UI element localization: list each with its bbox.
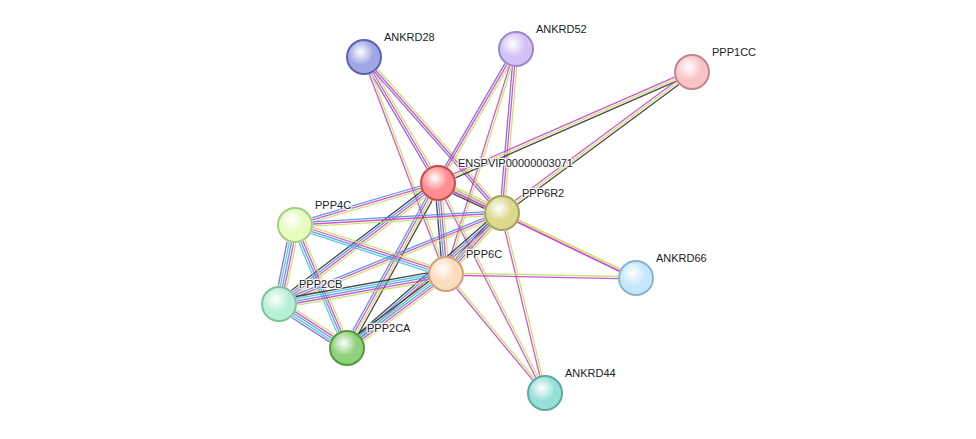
protein-node: ANKRD44 <box>527 375 563 411</box>
evidence-line <box>464 276 618 279</box>
evidence-line <box>313 216 484 226</box>
evidence-line <box>313 230 430 268</box>
node-label: PPP2CA <box>367 322 410 335</box>
protein-node: PPP2CB <box>261 286 297 322</box>
evidence-line <box>297 222 487 299</box>
evidence-line <box>280 242 289 286</box>
interaction-edge <box>359 281 434 340</box>
node-label: PPP6C <box>466 248 502 261</box>
evidence-line <box>369 74 438 257</box>
interaction-edge <box>457 287 535 380</box>
evidence-line <box>455 81 676 178</box>
evidence-line <box>294 314 332 338</box>
evidence-line <box>360 283 430 336</box>
evidence-line <box>296 273 428 297</box>
evidence-line <box>361 285 431 337</box>
evidence-line <box>454 77 675 174</box>
evidence-line <box>374 72 488 201</box>
node-label: ANKRD44 <box>565 367 616 380</box>
protein-node: ANKRD28 <box>346 39 382 75</box>
interaction-edge <box>454 77 677 178</box>
evidence-line <box>313 227 430 265</box>
node-label: ANKRD28 <box>384 31 435 44</box>
protein-node: PPP1CC <box>674 54 710 90</box>
evidence-line <box>313 212 484 222</box>
evidence-line <box>457 289 533 380</box>
interaction-edge <box>296 273 429 305</box>
evidence-line <box>292 318 330 342</box>
evidence-line <box>312 232 429 270</box>
evidence-line <box>293 316 331 341</box>
evidence-line <box>364 288 434 340</box>
node-label: PPP2CB <box>299 278 342 291</box>
node-label: PPP4C <box>315 199 351 212</box>
protein-node: ANKRD52 <box>498 31 534 67</box>
evidence-line <box>518 222 620 271</box>
evidence-line <box>278 242 287 286</box>
protein-node: ENSPVIP00000003071 <box>420 165 456 201</box>
interaction-edge <box>515 81 679 204</box>
evidence-line <box>283 243 292 287</box>
interaction-edge <box>518 220 621 271</box>
interaction-edge <box>436 201 447 257</box>
evidence-line <box>455 190 621 269</box>
interaction-edge <box>278 242 295 287</box>
evidence-line <box>311 234 428 272</box>
evidence-line <box>436 201 441 256</box>
interaction-edge <box>311 227 430 271</box>
protein-node: PPP4C <box>277 207 313 243</box>
node-label: ANKRD66 <box>656 252 707 265</box>
evidence-line <box>455 79 676 176</box>
evidence-line <box>517 83 678 203</box>
evidence-line <box>458 287 534 378</box>
evidence-line <box>519 220 621 269</box>
interaction-edge <box>295 218 486 299</box>
node-label: PPP1CC <box>712 46 756 59</box>
node-label: ENSPVIP00000003071 <box>458 157 573 170</box>
evidence-line <box>518 85 679 205</box>
evidence-line <box>515 81 676 201</box>
interaction-edge <box>464 273 618 278</box>
node-label: PPP6R2 <box>522 187 564 200</box>
protein-node: PPP6C <box>428 256 464 292</box>
node-label: ANKRD52 <box>536 23 587 36</box>
interaction-edge <box>454 190 620 271</box>
protein-node: PPP6R2 <box>484 195 520 231</box>
interaction-edge <box>313 212 484 226</box>
protein-node: ANKRD66 <box>618 260 654 296</box>
protein-node: PPP2CA <box>329 330 365 366</box>
evidence-line <box>313 214 484 224</box>
interaction-edge <box>445 63 509 168</box>
evidence-line <box>447 65 507 168</box>
evidence-line <box>296 275 428 299</box>
interaction-edge <box>292 310 335 342</box>
evidence-line <box>507 230 542 375</box>
evidence-line <box>363 287 433 340</box>
